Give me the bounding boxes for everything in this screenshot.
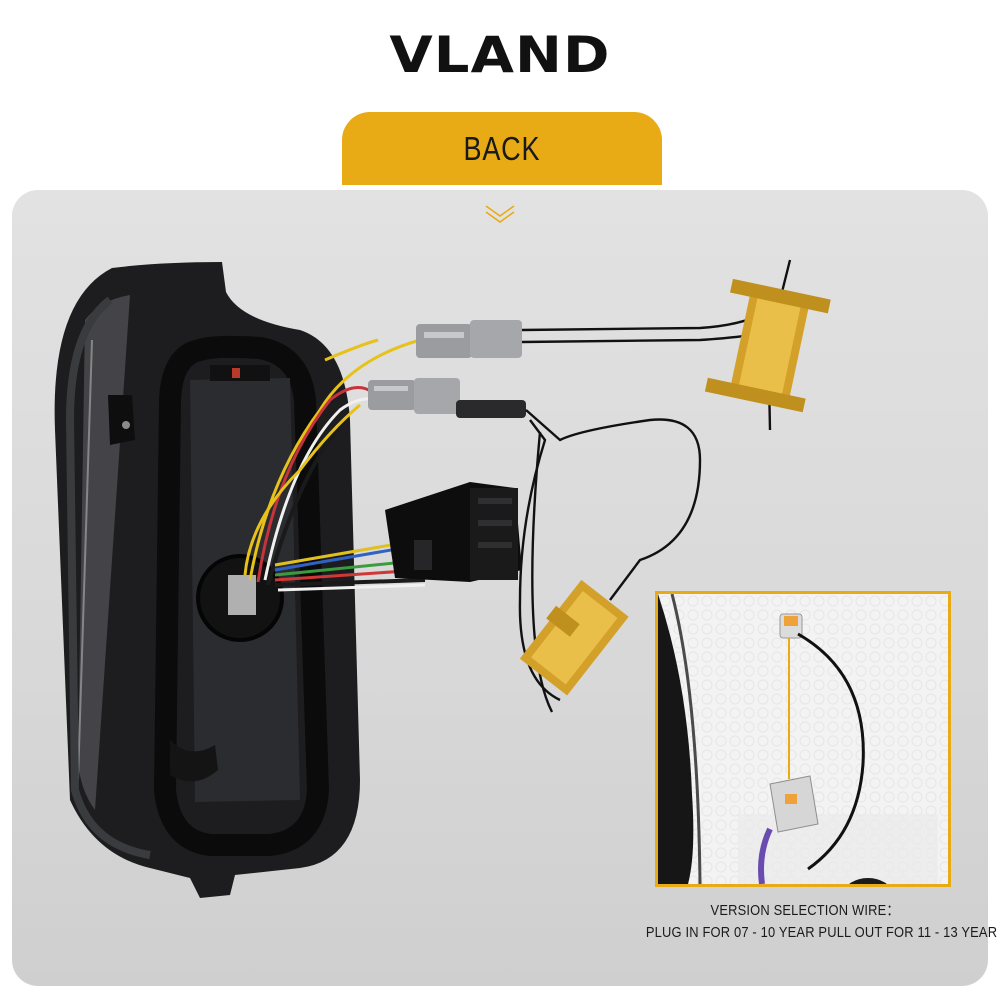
inset-detail-photo [655, 591, 951, 887]
harness-connector [385, 482, 522, 582]
version-wire-detail [658, 594, 948, 884]
load-resistor-top [704, 278, 831, 413]
caption-line-1: VERSION SELECTION WIRE： [710, 902, 900, 919]
brand-logo: VLAND [389, 26, 611, 84]
wire-harness [243, 338, 426, 592]
gray-connectors [324, 320, 526, 418]
chevron-down-icon [485, 205, 515, 223]
caption-line-2: PLUG IN FOR 07 - 10 YEAR PULL OUT FOR 11… [645, 924, 998, 941]
view-tab-back: BACK [342, 112, 662, 185]
caption: VERSION SELECTION WIRE： PLUG IN FOR 07 -… [620, 900, 998, 944]
tab-label: BACK [463, 129, 541, 167]
tail-light-housing [54, 262, 361, 898]
load-resistor-bottom [519, 579, 629, 696]
